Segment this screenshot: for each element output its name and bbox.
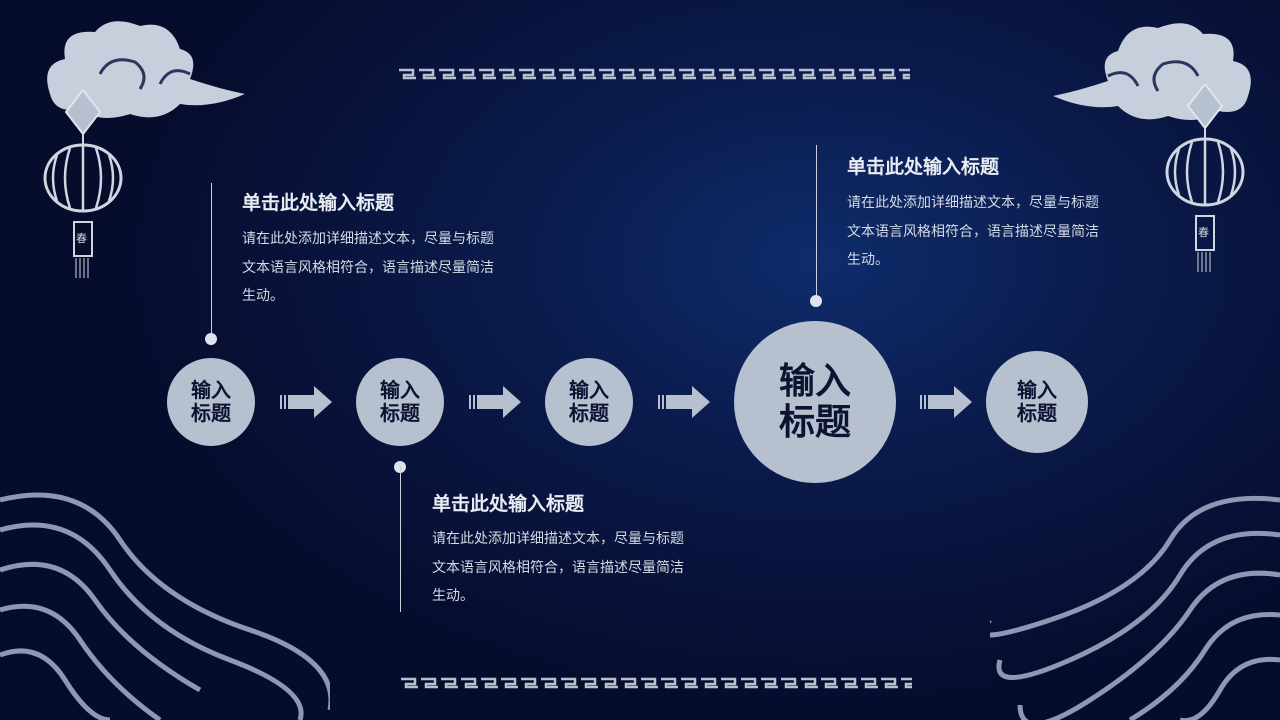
lantern-left-char: 春: [76, 232, 87, 245]
cloud-left-icon: [47, 21, 246, 119]
step-label: 输入: [380, 378, 420, 402]
fret-border-top: [398, 67, 910, 83]
callout-desc[interactable]: 请在此处添加详细描述文本，尽量与标题 文本语言风格相符合，语言描述尽量简洁 生动…: [242, 225, 542, 311]
arrow-right-icon: [920, 386, 972, 418]
arrow-right-icon: [280, 386, 332, 418]
desc-line: 请在此处添加详细描述文本，尽量与标题: [847, 195, 1099, 211]
step-label: 输入: [569, 378, 609, 402]
flow-step-3: 输入标题: [545, 358, 633, 446]
lantern-right-icon: [1165, 84, 1245, 272]
step-label: 输入: [778, 360, 851, 402]
desc-line: 生动。: [242, 288, 284, 304]
desc-line: 文本语言风格相符合，语言描述尽量简洁: [242, 259, 494, 276]
step-label: 标题: [569, 401, 609, 425]
flow-step-1: 输入标题: [167, 358, 255, 446]
step-label: 输入: [191, 378, 231, 402]
arrow-right-icon: [658, 386, 710, 418]
flow-step-2: 输入标题: [356, 358, 444, 446]
callout-title[interactable]: 单击此处输入标题: [847, 156, 1000, 178]
callout-connector: [816, 145, 817, 297]
callout-dot: [810, 295, 822, 307]
desc-line: 文本语言风格相符合，语言描述尽量简洁: [432, 559, 684, 576]
callout-title[interactable]: 单击此处输入标题: [432, 493, 585, 515]
callout-connector: [400, 467, 401, 612]
desc-line: 生动。: [847, 252, 889, 268]
fret-border-bottom: [400, 676, 912, 692]
step-label: 标题: [1017, 401, 1057, 425]
step-label: 标题: [380, 401, 420, 425]
arrow-right-icon: [469, 386, 521, 418]
callout-connector: [211, 183, 212, 338]
flow-step-4-main: 输入标题: [734, 321, 896, 483]
callout-dot: [205, 333, 217, 345]
callout-title[interactable]: 单击此处输入标题: [242, 192, 395, 214]
step-label: 标题: [778, 402, 851, 443]
callout-desc[interactable]: 请在此处添加详细描述文本，尽量与标题 文本语言风格相符合，语言描述尽量简洁 生动…: [432, 525, 732, 611]
desc-line: 文本语言风格相符合，语言描述尽量简洁: [847, 223, 1099, 240]
waves-left-icon: [0, 492, 330, 720]
step-label: 输入: [1017, 378, 1057, 402]
step-label: 标题: [191, 401, 231, 425]
lantern-right-char: 春: [1198, 226, 1209, 239]
desc-line: 生动。: [432, 588, 474, 604]
lantern-left-icon: [43, 90, 123, 278]
desc-line: 请在此处添加详细描述文本，尽量与标题: [432, 531, 684, 547]
flow-step-5: 输入标题: [986, 351, 1088, 453]
callout-desc[interactable]: 请在此处添加详细描述文本，尽量与标题 文本语言风格相符合，语言描述尽量简洁 生动…: [847, 189, 1147, 275]
desc-line: 请在此处添加详细描述文本，尽量与标题: [242, 231, 494, 247]
waves-right-icon: [990, 495, 1280, 720]
